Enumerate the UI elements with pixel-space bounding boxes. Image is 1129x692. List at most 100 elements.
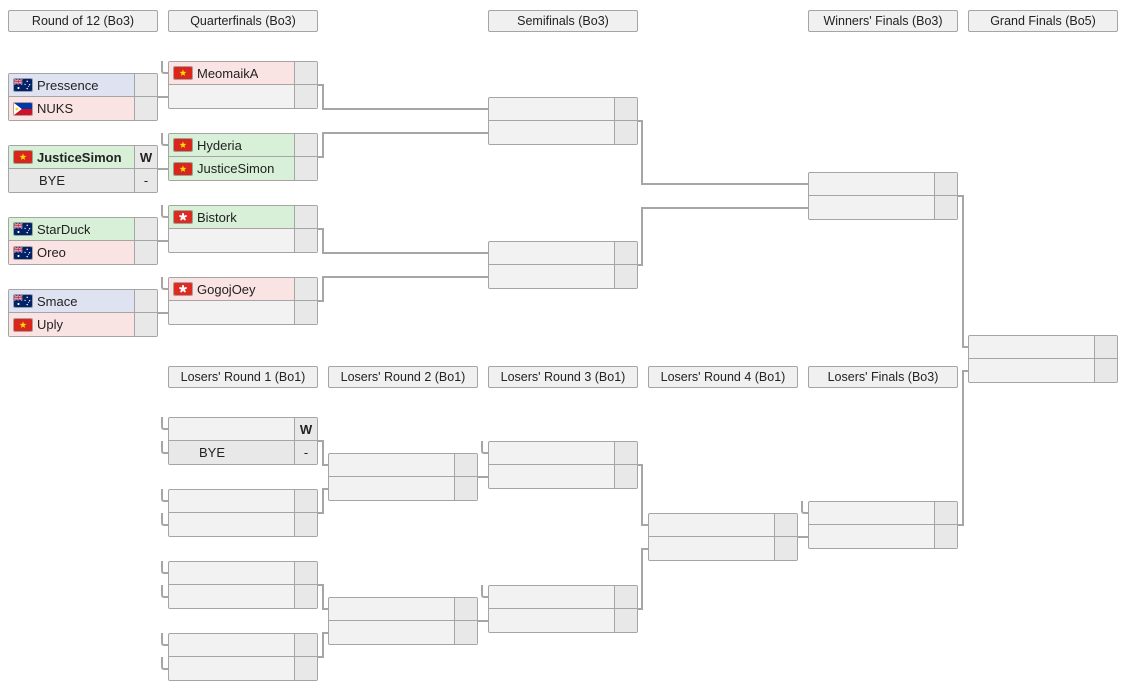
score-cell bbox=[294, 229, 317, 252]
player-cell: GogojOey bbox=[169, 278, 294, 300]
player-row[interactable]: JusticeSimon W bbox=[9, 146, 157, 169]
connector-line bbox=[158, 96, 168, 98]
header-winners-finals: Winners' Finals (Bo3) bbox=[808, 10, 958, 32]
connector-line bbox=[322, 108, 488, 110]
connector-line bbox=[318, 656, 324, 658]
player-cell bbox=[809, 196, 934, 219]
player-row: BYE - bbox=[9, 169, 157, 192]
connector-hook bbox=[161, 657, 169, 670]
player-row bbox=[489, 98, 637, 121]
player-cell bbox=[169, 634, 294, 656]
player-row bbox=[329, 477, 477, 500]
player-row bbox=[809, 196, 957, 219]
score-cell bbox=[1094, 336, 1117, 358]
connector-hook bbox=[161, 561, 169, 574]
connector-hook bbox=[161, 441, 169, 454]
player-row[interactable]: Smace bbox=[9, 290, 157, 313]
player-cell bbox=[329, 621, 454, 644]
australia-flag-icon bbox=[14, 246, 32, 259]
connector-line bbox=[641, 120, 643, 185]
player-row[interactable]: NUKS bbox=[9, 97, 157, 120]
australia-flag-icon bbox=[14, 79, 32, 91]
connector-line bbox=[641, 548, 648, 550]
score-cell bbox=[934, 502, 957, 524]
connector-line bbox=[478, 620, 488, 622]
score-cell bbox=[294, 634, 317, 656]
match-lr1m4 bbox=[168, 633, 318, 681]
player-cell bbox=[169, 229, 294, 252]
connector-line bbox=[322, 608, 328, 610]
player-row bbox=[489, 586, 637, 609]
player-cell bbox=[649, 514, 774, 536]
connector-line bbox=[322, 132, 488, 134]
score-cell bbox=[774, 514, 797, 536]
connector-line bbox=[158, 240, 168, 242]
score-cell bbox=[294, 657, 317, 680]
player-row[interactable]: MeomaikA bbox=[169, 62, 317, 85]
match-r12m2: JusticeSimon W BYE - bbox=[8, 145, 158, 193]
score-cell: - bbox=[294, 441, 317, 464]
score-cell bbox=[134, 313, 157, 336]
player-row: W bbox=[169, 418, 317, 441]
player-cell: Oreo bbox=[9, 241, 134, 264]
player-cell bbox=[969, 359, 1094, 382]
player-row[interactable]: JusticeSimon bbox=[169, 157, 317, 180]
player-row bbox=[329, 598, 477, 621]
connector-hook bbox=[481, 441, 489, 454]
player-row[interactable]: Pressence bbox=[9, 74, 157, 97]
player-name: Pressence bbox=[37, 77, 99, 93]
score-cell bbox=[294, 157, 317, 180]
connector-line bbox=[318, 84, 324, 86]
connector-line bbox=[322, 228, 324, 254]
connector-line bbox=[318, 584, 324, 586]
match-qf4: GogojOey bbox=[168, 277, 318, 325]
player-row[interactable]: Bistork bbox=[169, 206, 317, 229]
header-losers-round-1: Losers' Round 1 (Bo1) bbox=[168, 366, 318, 388]
header-losers-round-4: Losers' Round 4 (Bo1) bbox=[648, 366, 798, 388]
player-cell bbox=[329, 598, 454, 620]
player-row bbox=[169, 490, 317, 513]
player-row bbox=[809, 525, 957, 548]
player-row bbox=[649, 514, 797, 537]
score-cell: W bbox=[294, 418, 317, 440]
player-row[interactable]: Oreo bbox=[9, 241, 157, 264]
player-cell bbox=[969, 336, 1094, 358]
connector-hook bbox=[801, 501, 809, 514]
score-cell bbox=[934, 196, 957, 219]
player-name: MeomaikA bbox=[197, 65, 259, 81]
player-row: BYE - bbox=[169, 441, 317, 464]
player-name: Uply bbox=[37, 317, 64, 332]
score-cell bbox=[294, 585, 317, 608]
player-row[interactable]: GogojOey bbox=[169, 278, 317, 301]
connector-line bbox=[322, 132, 324, 158]
player-row[interactable]: StarDuck bbox=[9, 218, 157, 241]
vietnam-flag-icon bbox=[14, 318, 32, 331]
player-row bbox=[489, 242, 637, 265]
player-row bbox=[489, 121, 637, 144]
connector-line bbox=[158, 312, 168, 314]
connector-line bbox=[318, 228, 324, 230]
score-cell bbox=[614, 98, 637, 120]
score-cell bbox=[134, 290, 157, 312]
player-row[interactable]: Uply bbox=[9, 313, 157, 336]
player-cell bbox=[489, 609, 614, 632]
connector-line bbox=[322, 632, 328, 634]
player-row bbox=[169, 657, 317, 680]
connector-line bbox=[958, 524, 964, 526]
australia-flag-icon bbox=[14, 223, 32, 235]
player-name: NUKS bbox=[37, 101, 74, 116]
player-row bbox=[169, 562, 317, 585]
player-row bbox=[329, 454, 477, 477]
connector-line bbox=[962, 370, 968, 372]
player-row[interactable]: Hyderia bbox=[169, 134, 317, 157]
score-cell bbox=[294, 278, 317, 300]
player-cell bbox=[809, 173, 934, 195]
player-name: StarDuck bbox=[37, 221, 91, 237]
score-cell bbox=[934, 525, 957, 548]
match-qf3: Bistork bbox=[168, 205, 318, 253]
player-name: BYE bbox=[39, 173, 66, 188]
player-row bbox=[489, 609, 637, 632]
player-row bbox=[169, 301, 317, 324]
connector-line bbox=[318, 156, 324, 158]
